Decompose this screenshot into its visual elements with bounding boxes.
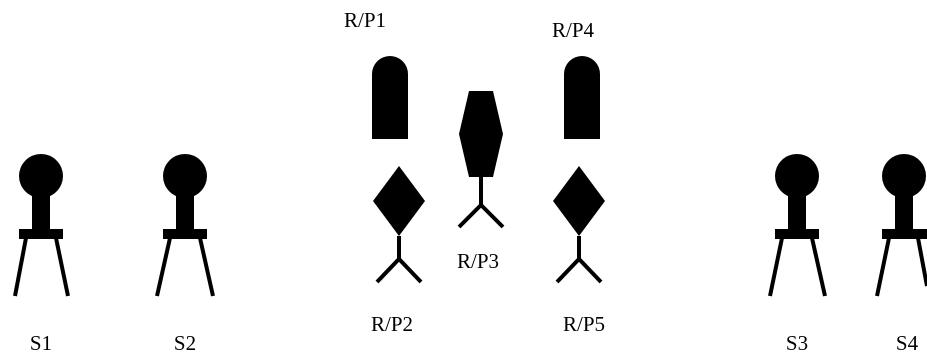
label-rp5: R/P5 (563, 312, 605, 336)
tripod-s4 (875, 154, 927, 297)
tripod-s4-right-leg (916, 237, 927, 287)
rp5-right-branch (577, 257, 603, 284)
rp3-node (457, 91, 505, 229)
tripod-s4-crossbar (882, 229, 927, 239)
label-rp1: R/P1 (344, 8, 386, 32)
rp2-right-branch (397, 257, 423, 284)
tripod-s4-left-leg (875, 237, 891, 297)
rp2-node (373, 166, 425, 284)
tripod-s1-crossbar (19, 229, 63, 239)
rp2-diamond (373, 166, 425, 236)
tripod-s1-right-leg (54, 237, 70, 297)
rp3-hexagon (459, 91, 503, 177)
tripod-s2-left-leg (155, 237, 172, 297)
tripod-s2-head (163, 154, 207, 198)
tripod-s1-left-leg (13, 237, 28, 297)
rp5-left-branch (555, 257, 581, 284)
tripod-s3 (768, 154, 827, 297)
label-s3: S3 (786, 331, 808, 355)
tripod-s2-crossbar (163, 229, 207, 239)
tripod-s3-body (788, 186, 806, 231)
rp3-right-branch (479, 203, 505, 229)
tripod-s1-head (19, 154, 63, 198)
rp2-left-branch (375, 257, 401, 284)
rp5-diamond (553, 166, 605, 236)
label-s4: S4 (896, 331, 919, 355)
tripod-s2-body (176, 186, 194, 231)
tripod-s3-left-leg (768, 237, 784, 297)
rp4-block (564, 56, 600, 139)
label-rp3: R/P3 (457, 249, 499, 273)
tripod-s1 (13, 154, 70, 297)
tripod-s3-crossbar (775, 229, 819, 239)
tripod-s4-body (895, 186, 913, 231)
label-rp4: R/P4 (552, 18, 595, 42)
rp5-node (553, 166, 605, 284)
tripod-s4-head (882, 154, 926, 198)
tripod-s2-right-leg (198, 237, 215, 297)
tripod-s3-head (775, 154, 819, 198)
tripod-s3-right-leg (810, 237, 827, 297)
tripod-s2 (155, 154, 215, 297)
label-s2: S2 (174, 331, 196, 355)
rp1-block (372, 56, 408, 139)
label-rp2: R/P2 (371, 312, 413, 336)
label-s1: S1 (30, 331, 52, 355)
tripod-s1-body (32, 186, 50, 231)
rp3-left-branch (457, 203, 483, 229)
